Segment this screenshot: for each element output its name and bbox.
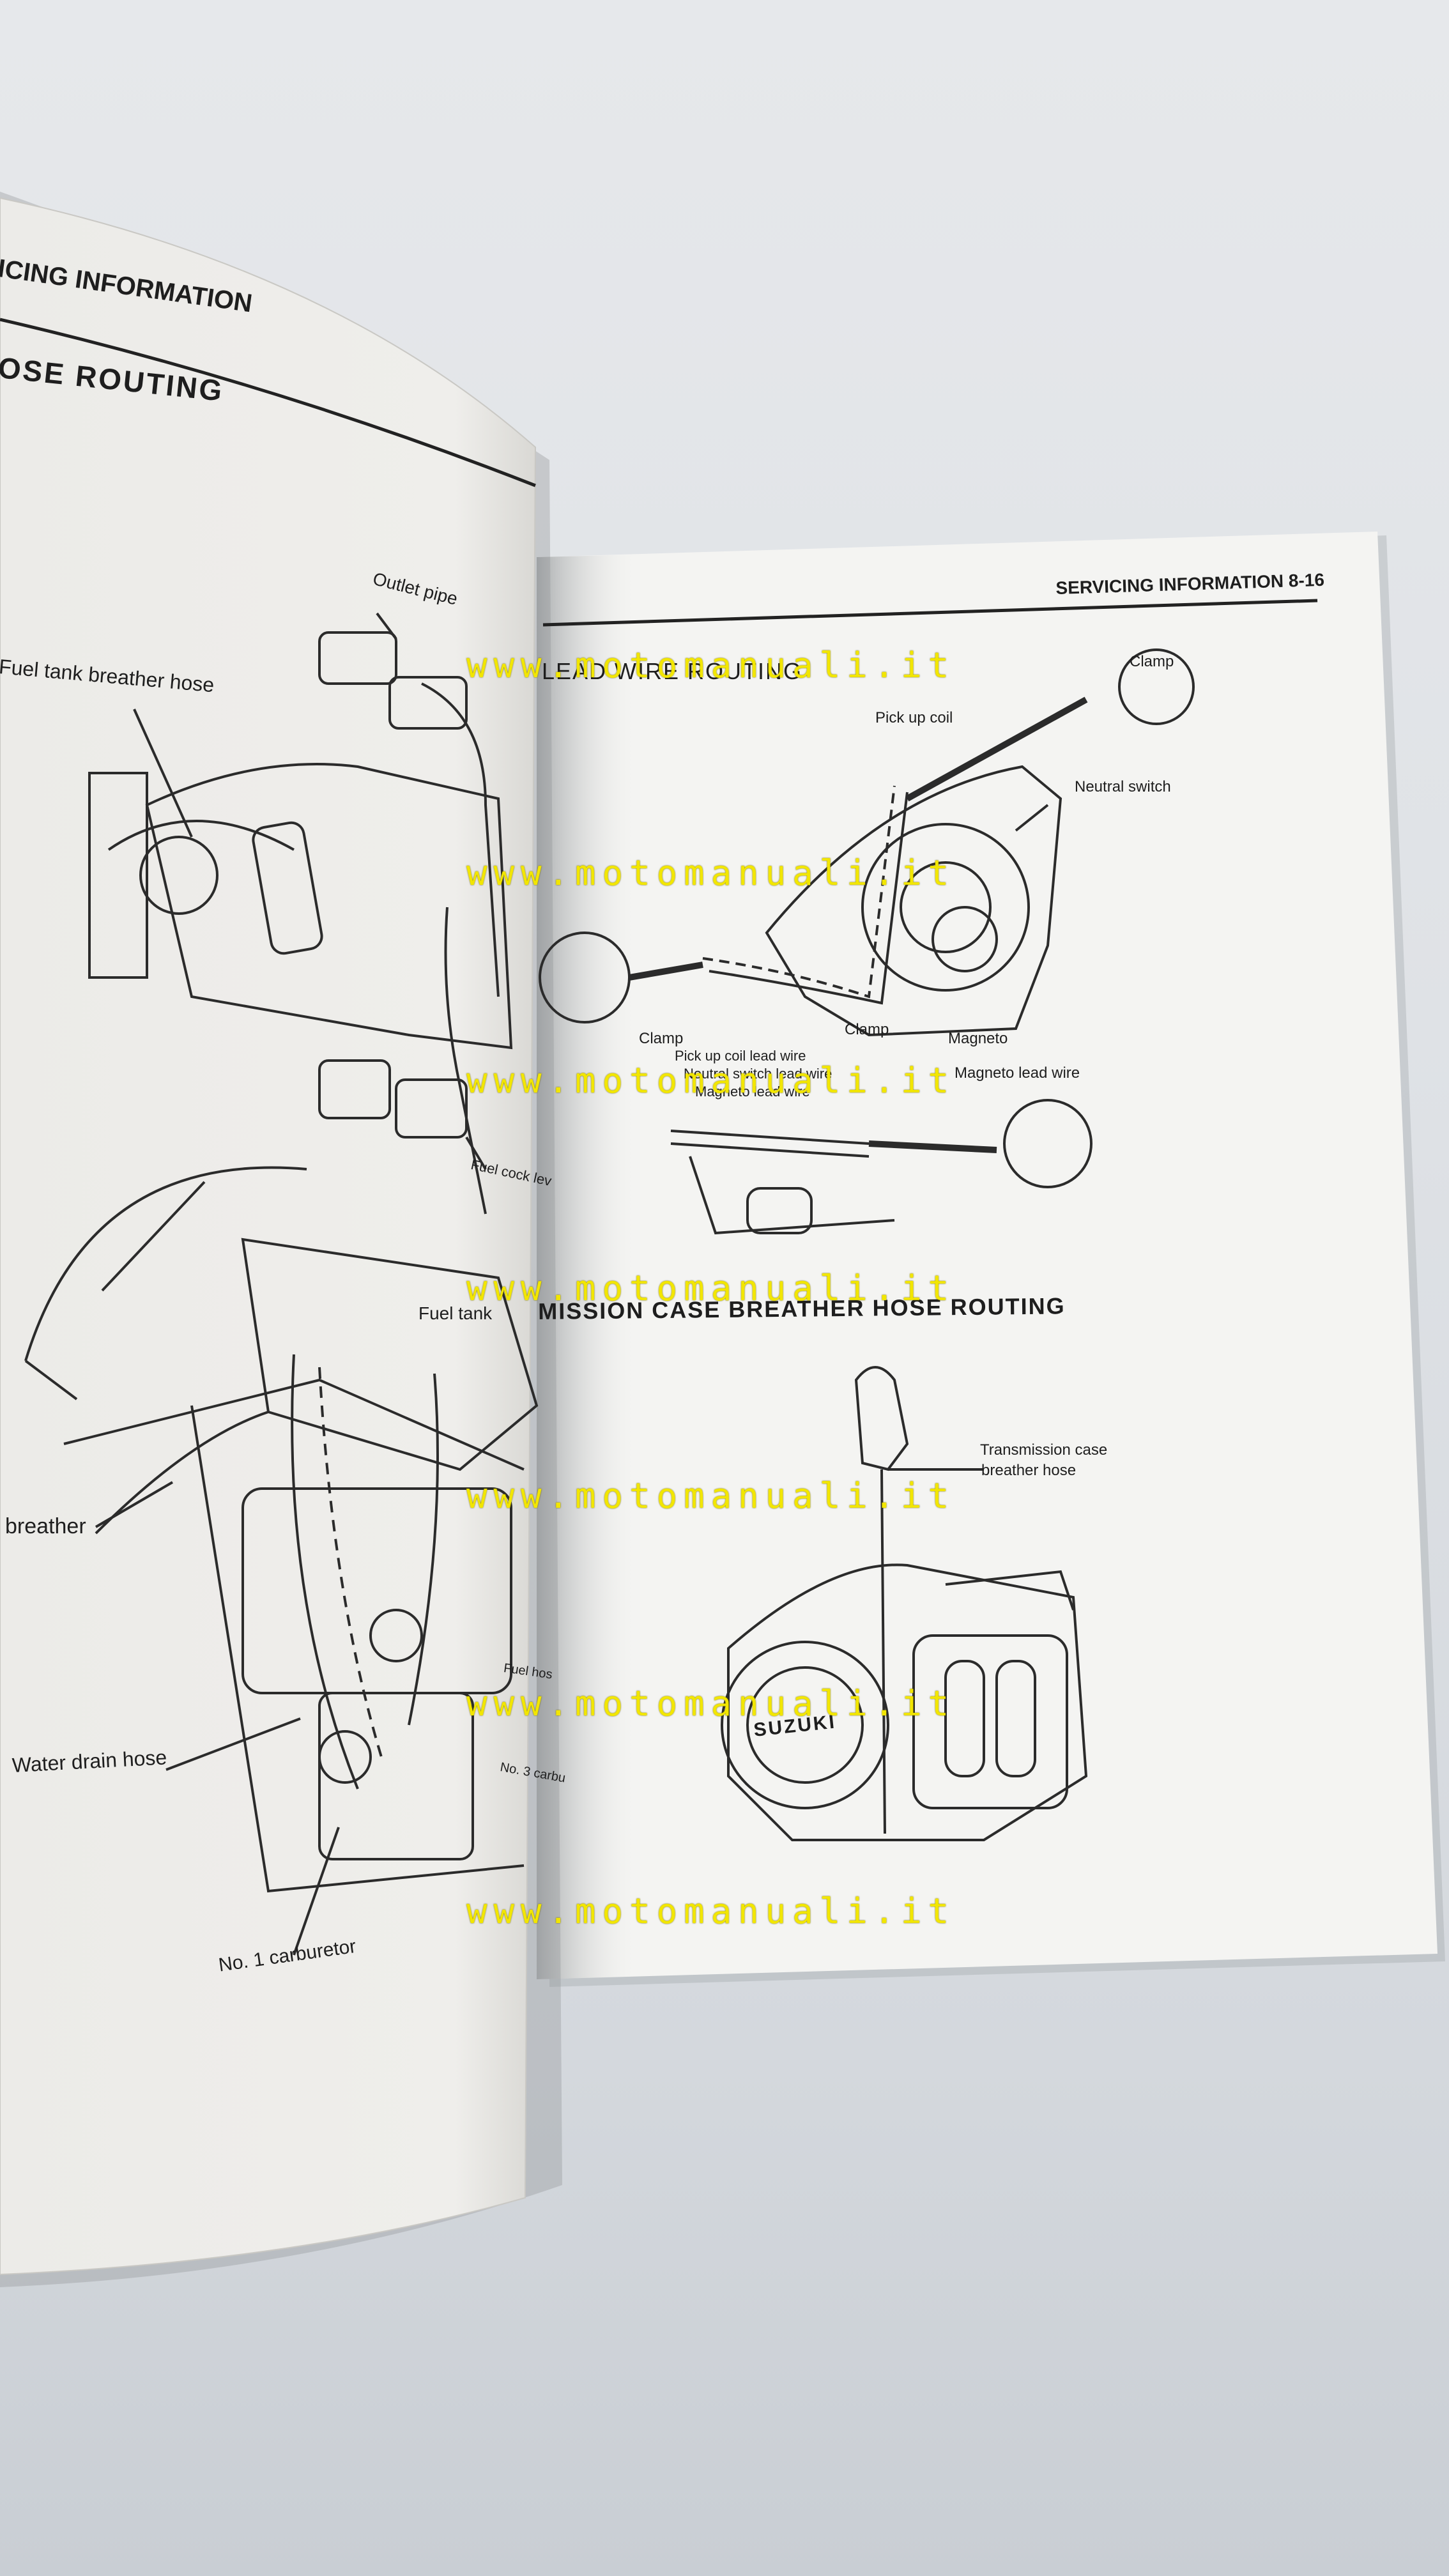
neutral-switch-label: Neutral switch [1075, 778, 1171, 795]
left-page [0, 197, 537, 2276]
fuel-tank-label: Fuel tank [418, 1303, 493, 1323]
right-page [537, 532, 1438, 1979]
watermark-3: www.motomanuali.it [466, 1061, 956, 1101]
breather-hose-diagram [721, 1366, 1088, 1841]
magneto-lead-wire-right-label: Magneto lead wire [954, 1064, 1080, 1082]
watermark-2: www.motomanuali.it [466, 853, 956, 893]
left-header-rule [0, 318, 536, 487]
gutter-shadow [537, 555, 639, 1979]
clamp-top-label: Clamp [1130, 653, 1174, 670]
watermark-5: www.motomanuali.it [466, 1476, 956, 1516]
fuel-routing-diagram [24, 612, 539, 1956]
watermark-7: www.motomanuali.it [466, 1891, 956, 1931]
magneto-label: Magneto [948, 1030, 1008, 1047]
lead-wire-diagram [539, 648, 1195, 1235]
transmission-case-label-2: breather hose [981, 1462, 1077, 1479]
watermark-6: www.motomanuali.it [466, 1683, 956, 1724]
magneto-lead-wire-label: Magneto lead wire [695, 1084, 810, 1100]
transmission-case-label-1: Transmission case [980, 1441, 1108, 1459]
pick-up-coil-label: Pick up coil [875, 709, 953, 726]
watermark-4: www.motomanuali.it [466, 1268, 956, 1308]
pick-up-coil-lead-wire-label: Pick up coil lead wire [675, 1048, 806, 1064]
neutral-switch-lead-wire-label: Neutral switch lead wire [684, 1066, 832, 1082]
clamp-left-label: Clamp [639, 1030, 684, 1047]
lead-wire-routing-title: LEAD WIRE ROUTING [542, 658, 803, 684]
clamp-mid-label: Clamp [845, 1021, 889, 1038]
watermark-1: www.motomanuali.it [466, 645, 956, 686]
right-header-rule [542, 599, 1318, 627]
breather-label: breather [5, 1514, 86, 1538]
